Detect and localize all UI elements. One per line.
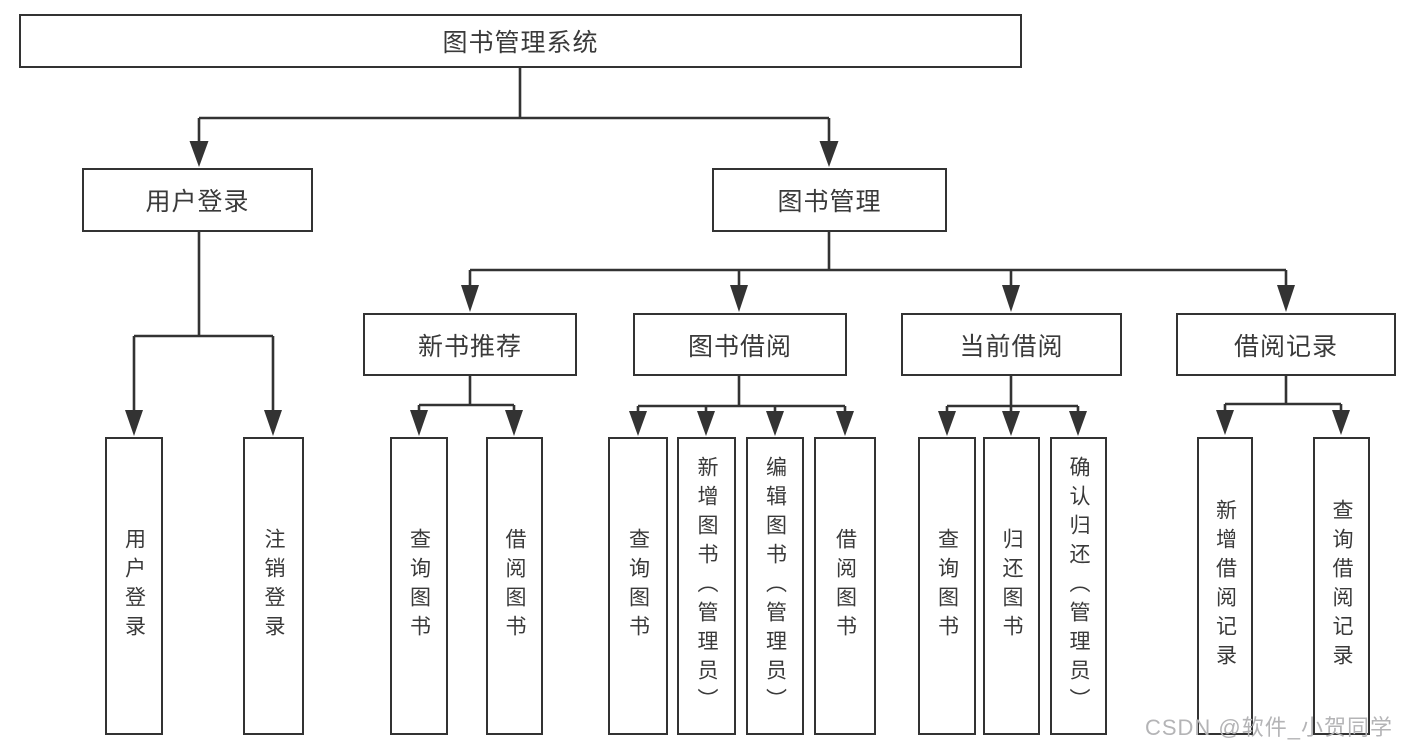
leaf-return-books-label: 归还图书 [1000,528,1023,644]
leaf-add-book-admin-label: 新增图书（管理员） [695,455,718,717]
arrowhead [938,411,956,436]
leaf-edit-book-admin: 编辑图书（管理员） [746,437,804,735]
csdn-watermark: CSDN @软件_小贺同学 [1144,715,1393,740]
arrowhead [730,285,748,312]
arrowhead [1216,410,1234,435]
arrowhead [766,411,784,436]
leaf-add-borrow-record-label: 新增借阅记录 [1213,499,1237,673]
leaf-confirm-return-admin-label: 确认归还（管理员） [1067,455,1090,717]
leaf-borrow-books-borrowing-label: 借阅图书 [833,528,857,644]
leaf-query-books-borrowing: 查询图书 [608,437,668,735]
arrowhead [461,285,479,312]
arrowhead [1002,411,1020,436]
arrowhead [264,410,282,436]
leaf-query-borrow-record-label: 查询借阅记录 [1330,499,1353,673]
leaf-borrow-books-recommend: 借阅图书 [486,437,543,735]
arrowhead [125,410,143,436]
node-user-login: 用户登录 [82,168,313,232]
arrowhead [819,141,839,167]
leaf-query-books-borrowing-label: 查询图书 [626,528,650,644]
leaf-return-books: 归还图书 [983,437,1040,735]
leaf-borrow-books-borrowing: 借阅图书 [814,437,876,735]
leaf-add-book-admin: 新增图书（管理员） [677,437,736,735]
arrowhead [189,141,209,167]
node-borrowing-records: 借阅记录 [1176,313,1396,376]
node-new-book-recommend: 新书推荐 [363,313,577,376]
leaf-user-login-label: 用户登录 [122,528,146,644]
arrowhead [410,410,428,436]
leaf-logout-label: 注销登录 [262,528,285,644]
leaf-query-books-current: 查询图书 [918,437,976,735]
arrowhead [1277,285,1295,312]
arrowhead [1069,411,1087,436]
leaf-confirm-return-admin: 确认归还（管理员） [1050,437,1107,735]
leaf-edit-book-admin-label: 编辑图书（管理员） [763,455,787,717]
node-book-management: 图书管理 [712,168,947,232]
node-library-management-system: 图书管理系统 [19,14,1022,68]
arrowhead [1002,285,1020,312]
arrowhead [505,410,523,436]
leaf-borrow-books-recommend-label: 借阅图书 [503,528,526,644]
leaf-query-books-current-label: 查询图书 [935,528,959,644]
arrowhead [697,411,715,436]
node-current-borrowing: 当前借阅 [901,313,1122,376]
leaf-query-books-recommend: 查询图书 [390,437,448,735]
node-book-borrowing: 图书借阅 [633,313,847,376]
leaf-user-login: 用户登录 [105,437,163,735]
arrowhead [629,411,647,436]
leaf-query-books-recommend-label: 查询图书 [407,528,431,644]
leaf-logout: 注销登录 [243,437,304,735]
arrowhead [1332,410,1350,435]
leaf-query-borrow-record: 查询借阅记录 [1313,437,1370,735]
arrowhead [836,411,854,436]
leaf-add-borrow-record: 新增借阅记录 [1197,437,1253,735]
